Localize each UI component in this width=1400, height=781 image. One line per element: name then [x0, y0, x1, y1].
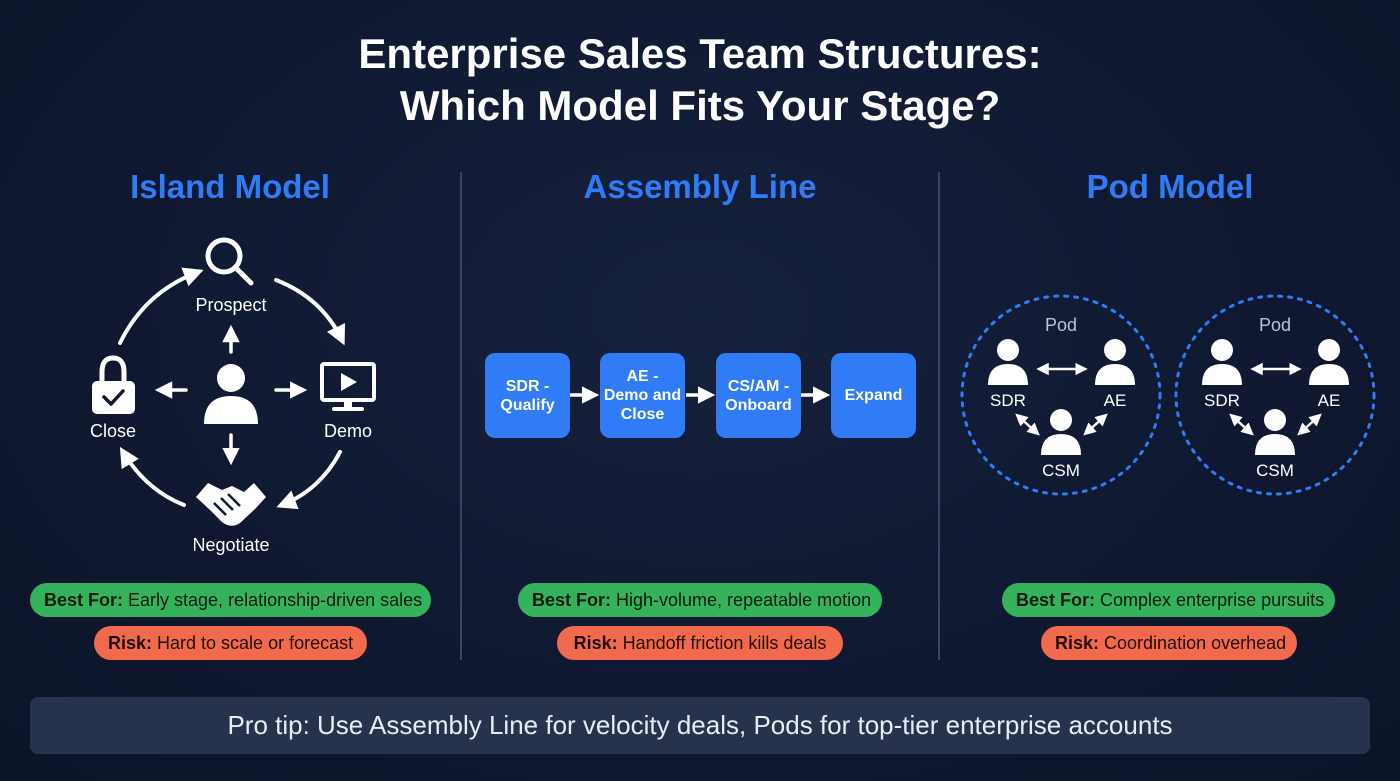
best-for-text: Early stage, relationship-driven sales [123, 590, 423, 610]
pod-2-arrow-sdr-csm [1229, 413, 1254, 436]
pod-1-role-sdr: SDR [990, 391, 1026, 410]
assembly-step-ae-demo-close: AE - Demo and Close [600, 353, 685, 438]
assembly-step-label: CS/AM - Onboard [725, 377, 792, 414]
search-icon [205, 237, 254, 286]
pod-1-arrow-ae-csm [1083, 413, 1108, 436]
assembly-risk-badge: Risk: Handoff friction kills deals [557, 626, 843, 660]
pod-2-role-csm: CSM [1256, 461, 1294, 480]
cycle-arrow-close-to-prospect [118, 267, 204, 345]
node-label-demo: Demo [324, 421, 372, 441]
pod-2-label: Pod [1259, 315, 1291, 335]
node-label-prospect: Prospect [195, 295, 266, 315]
island-best-for-badge: Best For: Early stage, relationship-driv… [30, 583, 431, 617]
risk-text: Handoff friction kills deals [617, 633, 827, 653]
pod-1-sdr-person-icon [988, 339, 1028, 385]
assembly-step-label: Expand [844, 387, 903, 404]
pod-1-label: Pod [1045, 315, 1077, 335]
column-divider-right [938, 172, 940, 660]
page-title: Enterprise Sales Team Structures: Which … [0, 28, 1400, 132]
pod-1: Pod SDR AE CSM [960, 294, 1162, 496]
pod-risk-badge: Risk: Coordination overhead [1041, 626, 1297, 660]
best-for-label: Best For: [1016, 590, 1096, 610]
pod-1-arrow-sdr-csm [1015, 413, 1040, 436]
pod-1-role-ae: AE [1104, 391, 1127, 410]
best-for-text: Complex enterprise pursuits [1095, 590, 1325, 610]
cycle-arrow-demo-to-negotiate [276, 450, 342, 510]
cycle-arrow-prospect-to-demo [274, 278, 346, 346]
pro-tip-banner: Pro tip: Use Assembly Line for velocity … [30, 697, 1370, 754]
island-risk-badge: Risk: Hard to scale or forecast [94, 626, 367, 660]
pod-1-role-csm: CSM [1042, 461, 1080, 480]
pod-2-ae-person-icon [1309, 339, 1349, 385]
pod-2-boundary [1174, 294, 1376, 496]
title-line-1: Enterprise Sales Team Structures: [358, 30, 1042, 77]
best-for-label: Best For: [44, 590, 124, 610]
assembly-best-for-badge: Best For: High-volume, repeatable motion [518, 583, 882, 617]
assembly-step-expand: Expand [831, 353, 916, 438]
pod-2-sdr-person-icon [1202, 339, 1242, 385]
title-line-2: Which Model Fits Your Stage? [399, 82, 1001, 129]
pod-2-csm-person-icon [1255, 409, 1295, 455]
pod-model-title: Pod Model [1086, 168, 1254, 205]
monitor-play-icon [320, 362, 376, 411]
island-cycle-arrows [118, 267, 346, 510]
node-label-negotiate: Negotiate [192, 535, 269, 555]
assembly-step-cs-am-onboard: CS/AM - Onboard [716, 353, 801, 438]
person-icon [204, 364, 258, 424]
cycle-arrow-negotiate-to-close [119, 446, 186, 507]
pod-2-arrow-ae-csm [1297, 413, 1322, 436]
pod-2: Pod SDR AE CSM [1174, 294, 1376, 496]
assembly-step-label: SDR - Qualify [500, 377, 555, 414]
pod-1-ae-person-icon [1095, 339, 1135, 385]
assembly-step-label: AE - Demo and Close [603, 368, 682, 423]
column-divider-left [460, 172, 462, 660]
assembly-step-sdr-qualify: SDR - Qualify [485, 353, 570, 438]
risk-text: Coordination overhead [1099, 633, 1287, 653]
pod-best-for-badge: Best For: Complex enterprise pursuits [1002, 583, 1335, 617]
island-model-title: Island Model [130, 168, 330, 205]
assembly-line-title: Assembly Line [583, 168, 817, 205]
risk-label: Risk: [1055, 633, 1100, 653]
best-for-label: Best For: [532, 590, 612, 610]
risk-label: Risk: [573, 633, 618, 653]
island-center-arrows [154, 324, 308, 466]
pod-2-role-ae: AE [1318, 391, 1341, 410]
risk-text: Hard to scale or forecast [152, 633, 354, 653]
best-for-text: High-volume, repeatable motion [611, 590, 872, 610]
pod-2-role-sdr: SDR [1204, 391, 1240, 410]
risk-label: Risk: [108, 633, 153, 653]
pod-1-boundary [960, 294, 1162, 496]
handshake-icon [196, 483, 266, 526]
node-label-close: Close [90, 421, 136, 441]
pod-1-csm-person-icon [1041, 409, 1081, 455]
lock-check-icon [92, 355, 135, 414]
